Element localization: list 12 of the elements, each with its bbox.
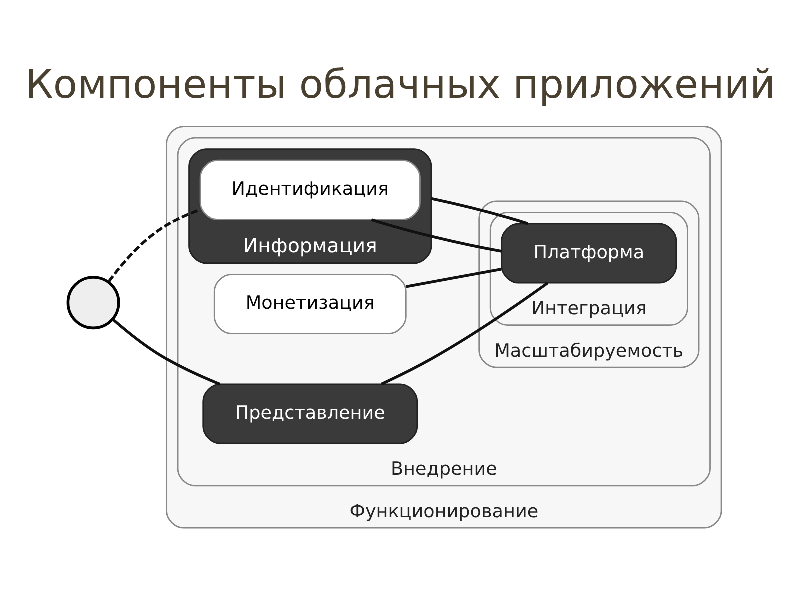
connector xyxy=(430,197,528,226)
connector xyxy=(112,318,220,386)
node-box: Монетизация xyxy=(213,274,406,334)
node-box: Представление xyxy=(202,384,418,444)
connector xyxy=(406,268,502,288)
node-box: Идентификация xyxy=(199,160,420,220)
node-person xyxy=(66,276,120,330)
connector xyxy=(380,282,548,386)
connector xyxy=(107,208,200,283)
node-box: Платформа xyxy=(500,223,677,284)
connector xyxy=(370,218,502,253)
diagram-title: Компоненты облачных приложений xyxy=(24,62,776,108)
